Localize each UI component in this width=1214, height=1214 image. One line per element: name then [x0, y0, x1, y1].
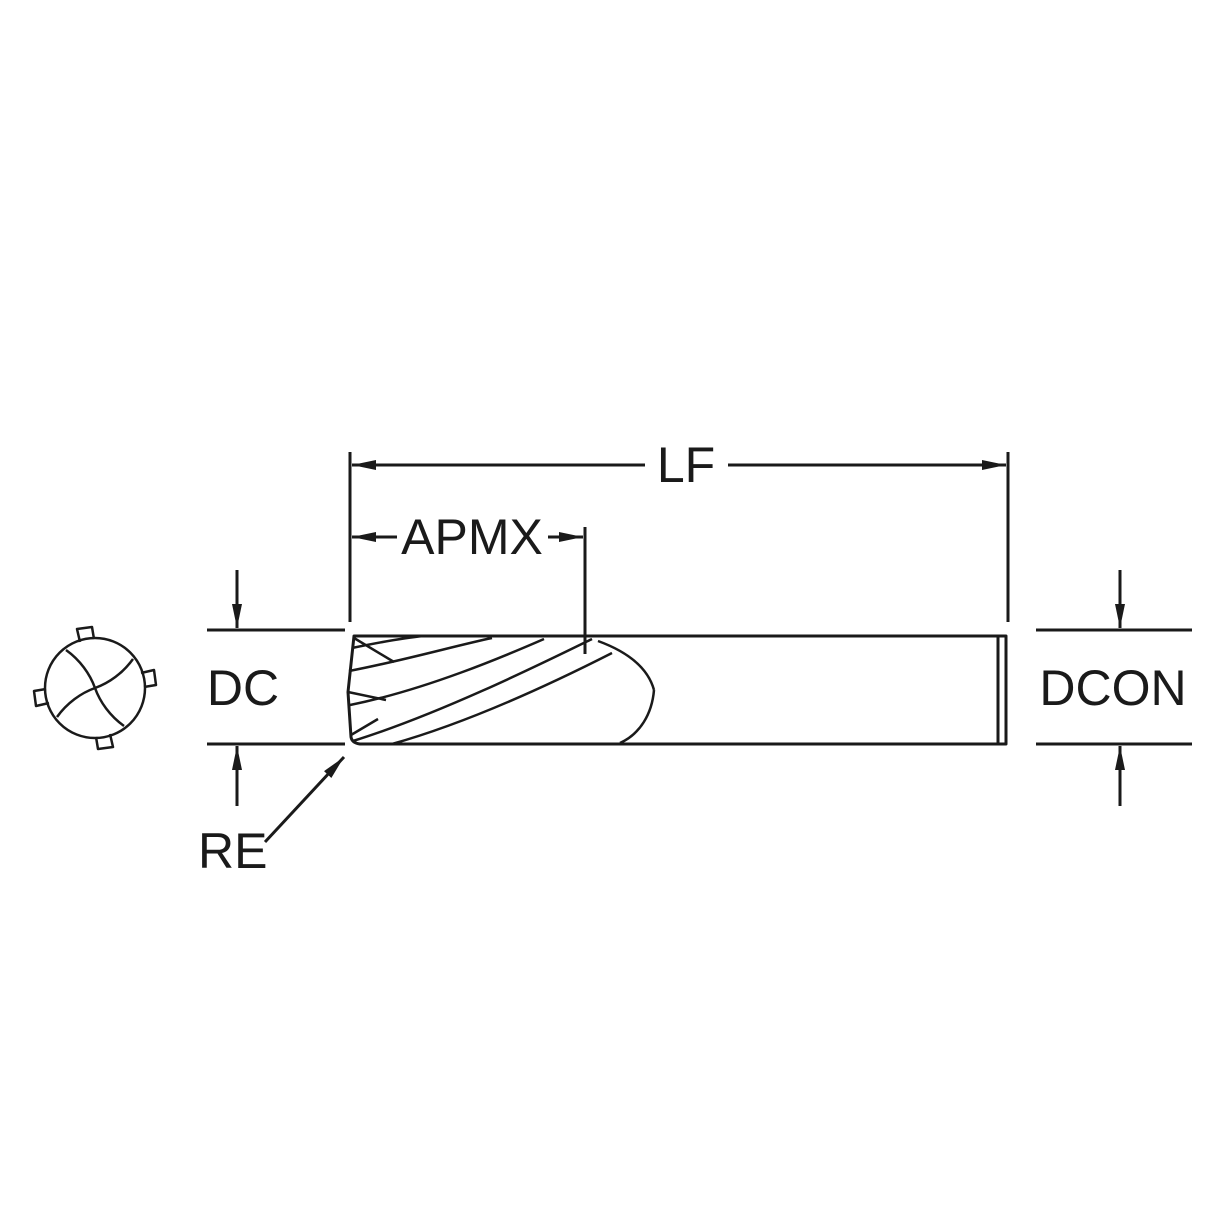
end-tooth-line: [353, 636, 395, 664]
flute-line: [391, 651, 613, 746]
end-view-blade: [32, 648, 97, 708]
end-tooth-line: [350, 717, 379, 737]
re-label: RE: [198, 823, 267, 879]
end-view: [32, 625, 158, 751]
re-leader-line: [263, 755, 346, 844]
end-view-blade: [55, 686, 115, 751]
flute-runout-line: [619, 689, 656, 745]
dcon-label: DCON: [1039, 660, 1186, 716]
apmx-label: APMX: [401, 509, 543, 565]
flute-line: [348, 636, 493, 673]
dimension-dc: DC: [207, 570, 345, 806]
end-tooth-line: [347, 690, 387, 702]
dimension-dcon: DCON: [1036, 570, 1192, 806]
flute-edge-line: [94, 658, 135, 690]
flute-line: [351, 634, 425, 650]
tool-body-outline: [346, 634, 1008, 746]
lf-label: LF: [657, 437, 715, 493]
end-view-blade: [93, 668, 158, 728]
end-view-blade: [75, 625, 135, 690]
flute-line: [352, 637, 593, 743]
dimension-lf: LF: [348, 437, 1010, 622]
dimension-apmx: APMX: [352, 509, 587, 654]
side-view: [346, 634, 1008, 746]
end-teeth-lines: [347, 636, 395, 737]
callout-re: RE: [198, 755, 346, 879]
dc-label: DC: [207, 660, 279, 716]
flute-runout-line: [597, 639, 656, 691]
corner-tooth-tab: [75, 625, 96, 643]
